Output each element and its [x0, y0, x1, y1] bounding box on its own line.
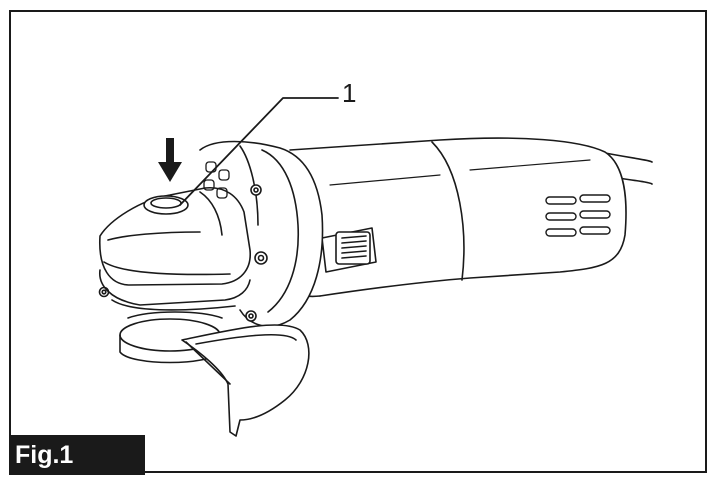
slide-switch: [321, 227, 377, 273]
gear-head-vents: [203, 161, 230, 199]
motor-housing: [279, 137, 627, 298]
screws: [98, 184, 268, 322]
down-arrow-icon: [158, 138, 182, 182]
spindle-lock-button: [143, 195, 189, 215]
gear-housing-collar: [199, 140, 324, 328]
figure-label: Fig.1: [9, 435, 145, 475]
callout-leader: [179, 97, 339, 206]
gear-head: [99, 187, 251, 286]
callout-number: 1: [342, 78, 357, 108]
gear-head-lower: [99, 269, 251, 311]
wheel-guard: [181, 324, 310, 437]
ventilation-slots: [545, 194, 611, 237]
